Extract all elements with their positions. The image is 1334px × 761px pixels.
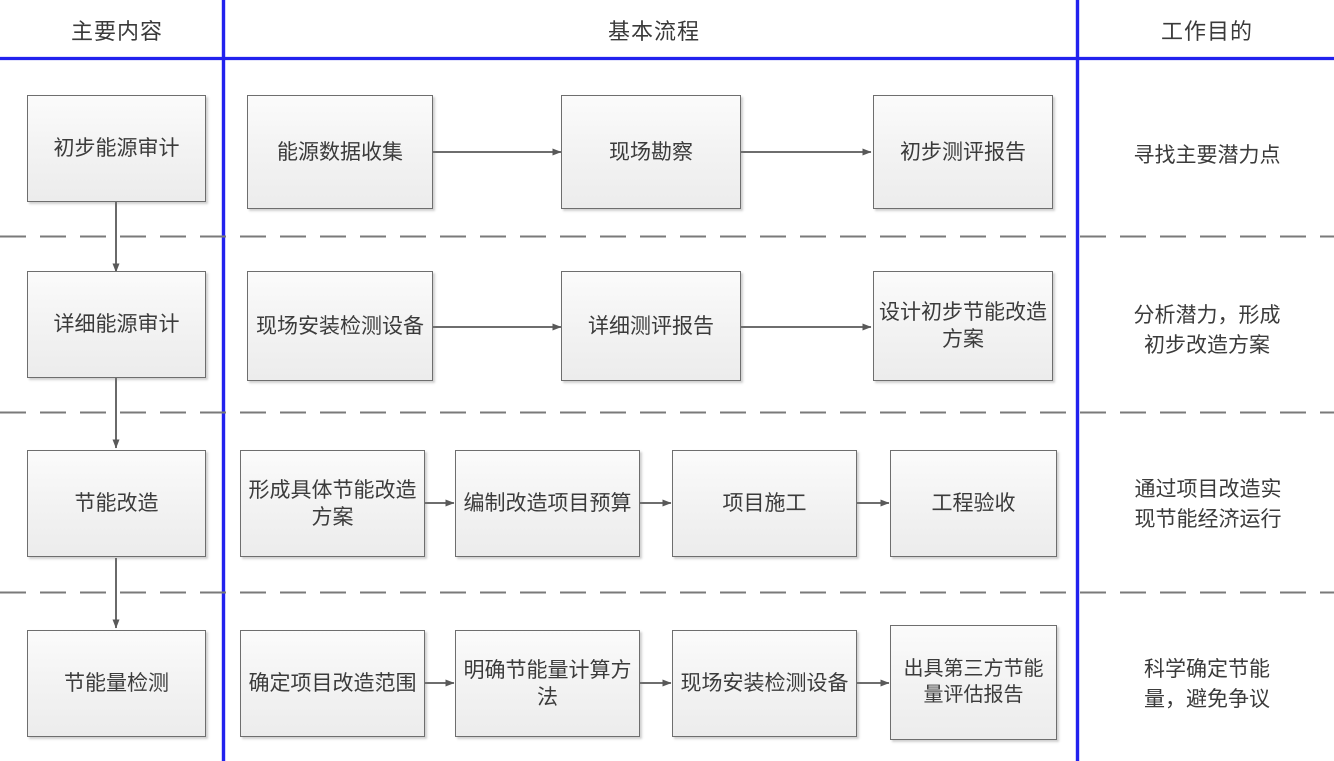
stage-box-row-3[interactable]: 节能改造: [27, 450, 206, 557]
step-box-r3-c1-label: 形成具体节能改造方案: [248, 477, 417, 529]
step-box-r4-c2-label: 明确节能量计算方法: [463, 657, 632, 709]
purpose-text-row-2: 分析潜力，形成 初步改造方案: [1133, 303, 1281, 358]
step-box-r3-c2-label: 编制改造项目预算: [463, 491, 632, 516]
step-box-r2-c2-label: 详细测评报告: [588, 313, 714, 338]
stage-box-row-1-label: 初步能源审计: [53, 136, 180, 161]
step-box-r2-c1[interactable]: 现场安装检测设备: [247, 271, 433, 381]
column-header-basic-process: 基本流程: [607, 19, 700, 44]
stage-box-row-4[interactable]: 节能量检测: [27, 630, 206, 737]
step-box-r4-c3-label: 现场安装检测设备: [680, 671, 849, 696]
stage-box-row-2[interactable]: 详细能源审计: [27, 271, 206, 378]
purpose-text-row-3: 通过项目改造实 现节能经济运行: [1134, 477, 1282, 532]
step-box-r1-c2-label: 现场勘察: [609, 139, 693, 164]
step-box-r4-c1-label: 确定项目改造范围: [248, 671, 417, 696]
step-box-r2-c1-label: 现场安装检测设备: [256, 313, 424, 338]
step-box-r3-c1[interactable]: 形成具体节能改造方案: [240, 450, 425, 557]
step-box-r3-c3[interactable]: 项目施工: [672, 450, 857, 557]
step-box-r1-c1[interactable]: 能源数据收集: [247, 95, 433, 209]
step-box-r2-c3[interactable]: 设计初步节能改造方案: [873, 271, 1053, 381]
stage-box-row-2-label: 详细能源审计: [53, 312, 180, 337]
step-box-r4-c2[interactable]: 明确节能量计算方法: [455, 630, 640, 737]
step-box-r4-c4[interactable]: 出具第三方节能量评估报告: [890, 625, 1057, 740]
step-box-r4-c3[interactable]: 现场安装检测设备: [672, 630, 857, 737]
step-box-r4-c1[interactable]: 确定项目改造范围: [240, 630, 425, 737]
column-header-main-content: 主要内容: [70, 19, 163, 44]
column-header-work-purpose: 工作目的: [1160, 19, 1253, 44]
step-box-r3-c4[interactable]: 工程验收: [890, 450, 1057, 557]
step-box-r4-c4-label: 出具第三方节能量评估报告: [903, 657, 1044, 706]
purpose-text-row-4: 科学确定节能 量，避免争议: [1144, 657, 1270, 712]
step-box-r1-c3[interactable]: 初步测评报告: [873, 95, 1053, 209]
step-box-r3-c4-label: 工程验收: [931, 491, 1016, 516]
step-box-r3-c3-label: 项目施工: [722, 491, 807, 516]
step-box-r1-c3-label: 初步测评报告: [900, 139, 1026, 164]
step-box-r3-c2[interactable]: 编制改造项目预算: [455, 450, 640, 557]
stage-box-row-3-label: 节能改造: [74, 491, 159, 516]
step-box-r1-c1-label: 能源数据收集: [277, 139, 403, 164]
stage-box-row-4-label: 节能量检测: [64, 671, 169, 696]
step-box-r2-c3-label: 设计初步节能改造方案: [879, 300, 1047, 351]
purpose-text-row-1: 寻找主要潜力点: [1133, 143, 1281, 167]
step-box-r1-c2[interactable]: 现场勘察: [561, 95, 741, 209]
step-box-r2-c2[interactable]: 详细测评报告: [561, 271, 741, 381]
stage-box-row-1[interactable]: 初步能源审计: [27, 95, 206, 202]
